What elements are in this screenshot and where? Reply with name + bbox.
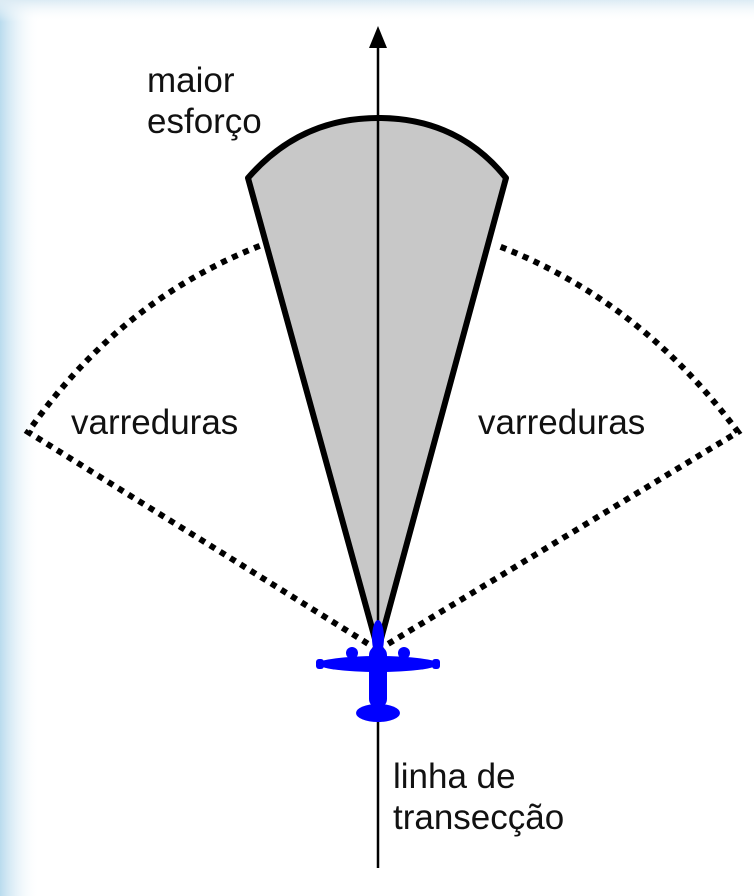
top-label-line1: maior — [147, 61, 235, 100]
sweep-label-right: varreduras — [478, 403, 646, 442]
bottom-label-line2: transecção — [393, 798, 565, 837]
top-label: maior esforço — [147, 60, 262, 142]
bottom-label-line1: linha de — [393, 757, 516, 796]
arrowhead-icon — [369, 26, 387, 48]
sweep-region-left — [23, 242, 380, 653]
top-label-line2: esforço — [147, 102, 262, 141]
sweep-region-right — [376, 242, 743, 653]
sweep-label-left: varreduras — [71, 403, 239, 442]
bottom-label: linha de transecção — [393, 756, 564, 838]
airplane-icon — [316, 620, 440, 722]
